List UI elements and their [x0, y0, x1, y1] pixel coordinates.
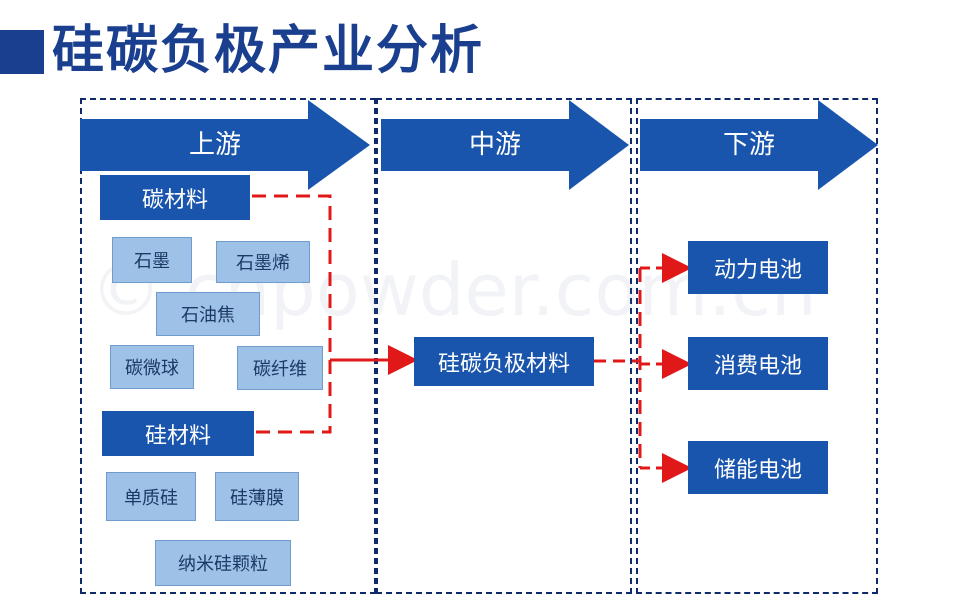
graphene-box: 石墨烯: [216, 241, 310, 283]
upstream-stage-label: 上游: [188, 130, 241, 160]
consumer-battery-box: 消费电池: [688, 337, 828, 390]
upstream-panel: [80, 98, 376, 594]
petroleum-coke-box: 石油焦: [156, 292, 260, 336]
midstream-panel: [376, 98, 632, 594]
midstream-stage-arrow: [381, 100, 629, 190]
carbon-fiber-box: 碳纤维: [237, 346, 323, 390]
midstream-stage-label: 中游: [468, 130, 521, 160]
downstream-panel: [636, 98, 878, 594]
downstream-stage-arrow: [640, 100, 878, 190]
silicon-carbon-anode-box: 硅碳负极材料: [414, 337, 594, 386]
upstream-stage-arrow: [80, 100, 370, 190]
elemental-silicon-box: 单质硅: [106, 472, 196, 521]
page-title: 硅碳负极产业分析: [52, 21, 485, 81]
nano-silicon-particle-box: 纳米硅颗粒: [155, 540, 291, 586]
downstream-stage-label: 下游: [722, 130, 775, 160]
carbon-material-box: 碳材料: [100, 175, 250, 220]
carbon-connector: [252, 194, 332, 358]
title-marker: [0, 30, 44, 74]
silicon-material-box: 硅材料: [102, 411, 254, 456]
graphite-box: 石墨: [112, 237, 192, 283]
silicon-connector: [256, 358, 332, 434]
energy-storage-battery-box: 储能电池: [688, 441, 828, 494]
power-battery-box: 动力电池: [688, 241, 828, 294]
carbon-microsphere-box: 碳微球: [110, 345, 194, 389]
silicon-film-box: 硅薄膜: [215, 472, 299, 521]
